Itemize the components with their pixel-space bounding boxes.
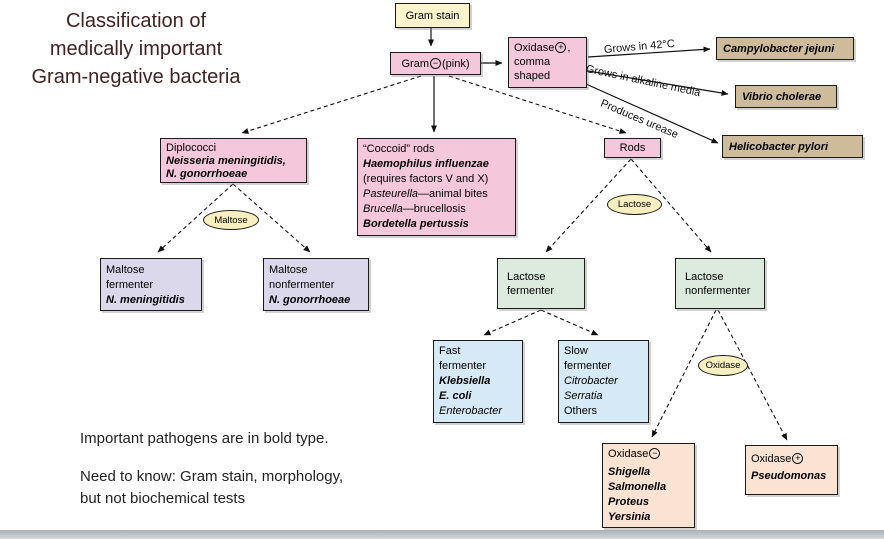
- circled-minus-icon: −: [429, 58, 441, 69]
- slow-line2: fermenter: [564, 360, 612, 372]
- oval-lactose: Lactose: [607, 194, 662, 215]
- node-oxidase-negative: Oxidase− Shigella Salmonella Proteus Yer…: [602, 443, 695, 528]
- oxidase-comma-line2: comma: [514, 56, 551, 68]
- coccoid-bordetella: Bordetella pertussis: [363, 218, 469, 230]
- gram-neg-post: (pink): [441, 57, 470, 70]
- slow-line1: Slow: [564, 345, 588, 357]
- oxidase-neg-line1: Oxidase−: [608, 447, 689, 462]
- diplococci-title: Diplococci: [166, 142, 217, 154]
- oval-maltose: Maltose: [203, 210, 259, 230]
- oxidase-comma-line1: Oxidase+,: [514, 41, 581, 55]
- lactose-f-line1: Lactose: [507, 270, 546, 283]
- coccoid-pasteurella-note: —animal bites: [418, 188, 488, 200]
- edge-oxidase-helicobacter: [585, 83, 719, 144]
- fast-ecoli: E. coli: [439, 390, 472, 402]
- maltose-nf-species: N. gonorrhoeae: [269, 294, 351, 306]
- oxidase-comma-punct: ,: [567, 42, 571, 54]
- note-bold-type: Important pathogens are in bold type.: [80, 430, 329, 447]
- note-need-to-know-1: Need to know: Gram stain, morphology,: [80, 468, 344, 485]
- oxidase-neg-shigella: Shigella: [608, 466, 651, 478]
- node-maltose-fermenter: Maltose fermenter N. meningitidis: [100, 258, 202, 311]
- fast-line1: Fast: [439, 345, 461, 357]
- circled-plus-icon: +: [792, 453, 804, 464]
- maltose-oval-label: Maltose: [214, 214, 248, 226]
- node-maltose-nonfermenter: Maltose nonfermenter N. gonorrhoeae: [263, 258, 369, 311]
- node-slow-fermenter: Slow fermenter Citrobacter Serratia Othe…: [558, 340, 649, 423]
- edge-diplococci-maltosef: [157, 183, 234, 253]
- lactose-f-line2: fermenter: [507, 284, 555, 297]
- diplococci-species-1: Neisseria meningitidis,: [166, 155, 286, 167]
- lactose-nf-line2: nonfermenter: [685, 284, 751, 297]
- fast-klebsiella: Klebsiella: [439, 375, 491, 387]
- campylobacter-label: Campylobacter jejuni: [723, 42, 835, 55]
- node-coccoid-rods: “Coccoid” rods Haemophilus influenzae (r…: [357, 138, 516, 236]
- fast-enterobacter: Enterobacter: [439, 405, 502, 417]
- edge-gramneg-rods: [448, 75, 627, 134]
- vibrio-label: Vibrio cholerae: [742, 90, 822, 103]
- coccoid-brucella-line: Brucella—brucellosis: [363, 202, 510, 217]
- oxidase-comma-text: Oxidase: [514, 42, 555, 54]
- coccoid-pasteurella: Pasteurella: [363, 188, 419, 200]
- oxidase-neg-text: Oxidase: [608, 448, 649, 460]
- node-lactose-nonfermenter: Lactose nonfermenter: [675, 258, 765, 309]
- edge-gramneg-diplococci: [241, 75, 422, 134]
- circled-plus-icon: +: [555, 42, 567, 53]
- node-campylobacter: Campylobacter jejuni: [716, 37, 854, 60]
- oxidase-pos-line1: Oxidase+: [751, 452, 832, 467]
- node-gram-stain: Gram stain: [395, 3, 470, 28]
- coccoid-haemophilus: Haemophilus influenzae: [363, 158, 489, 170]
- edge-diplococci-maltosenf: [232, 183, 311, 253]
- lactose-oval-label: Lactose: [617, 199, 652, 210]
- oxidase-pos-pseudomonas: Pseudomonas: [751, 470, 827, 482]
- fast-line2: fermenter: [439, 360, 487, 372]
- coccoid-factors: (requires factors V and X): [363, 173, 489, 185]
- node-oxidase-positive: Oxidase+ Pseudomonas: [745, 445, 838, 495]
- node-lactose-fermenter: Lactose fermenter: [497, 258, 585, 309]
- maltose-f-species: N. meningitidis: [106, 294, 185, 306]
- node-helicobacter: Helicobacter pylori: [722, 135, 863, 158]
- oxidase-comma-line3: shaped: [514, 70, 551, 82]
- slow-serratia: Serratia: [564, 390, 603, 402]
- coccoid-brucella-note: —brucellosis: [402, 203, 466, 215]
- maltose-f-line1: Maltose: [106, 264, 145, 276]
- helicobacter-label: Helicobacter pylori: [729, 140, 829, 153]
- diplococci-species-2: N. gonorrhoeae: [166, 168, 248, 180]
- bottom-edge-bar: [0, 530, 884, 539]
- slow-citrobacter: Citrobacter: [564, 375, 618, 387]
- edge-lactosenf-oxidasepos: [717, 309, 788, 441]
- oxidase-neg-proteus: Proteus: [608, 496, 649, 508]
- node-rods: Rods: [604, 138, 661, 158]
- slide-title: Classification of medically important Gr…: [31, 10, 241, 88]
- gram-neg-pre: Gram: [401, 57, 429, 70]
- gram-stain-label: Gram stain: [405, 9, 460, 22]
- note-need-to-know-2: but not biochemical tests: [80, 490, 246, 507]
- node-gram-negative: Gram − (pink): [390, 52, 481, 75]
- oxidase-neg-yersinia: Yersinia: [608, 511, 651, 523]
- node-diplococci: Diplococci Neisseria meningitidis, N. go…: [160, 138, 307, 183]
- node-fast-fermenter: Fast fermenter Klebsiella E. coli Entero…: [433, 340, 523, 423]
- coccoid-brucella: Brucella: [363, 203, 403, 215]
- maltose-nf-line2: nonfermenter: [269, 279, 335, 291]
- node-oxidase-comma: Oxidase+, comma shaped: [508, 37, 587, 88]
- maltose-f-line2: fermenter: [106, 279, 154, 291]
- slow-others: Others: [564, 405, 598, 417]
- oxidase-pos-text: Oxidase: [751, 453, 792, 465]
- coccoid-pasteurella-line: Pasteurella—animal bites: [363, 187, 510, 202]
- oxidase-oval-label: Oxidase: [705, 360, 741, 371]
- oxidase-neg-salmonella: Salmonella: [608, 481, 667, 493]
- lactose-nf-line1: Lactose: [685, 270, 724, 283]
- circled-minus-icon: −: [649, 448, 661, 459]
- node-vibrio: Vibrio cholerae: [735, 85, 837, 108]
- oval-oxidase: Oxidase: [698, 355, 748, 376]
- rods-label: Rods: [619, 142, 646, 154]
- edge-lactosef-fast: [483, 309, 542, 336]
- coccoid-title: “Coccoid” rods: [363, 143, 435, 155]
- edge-lactosef-slow: [540, 309, 599, 336]
- edge-oxidase-campylobacter: [587, 46, 711, 58]
- edge-lactosenf-oxidaseneg: [651, 309, 717, 438]
- maltose-nf-line1: Maltose: [269, 264, 308, 276]
- edge-oxidase-vibrio: [587, 70, 729, 96]
